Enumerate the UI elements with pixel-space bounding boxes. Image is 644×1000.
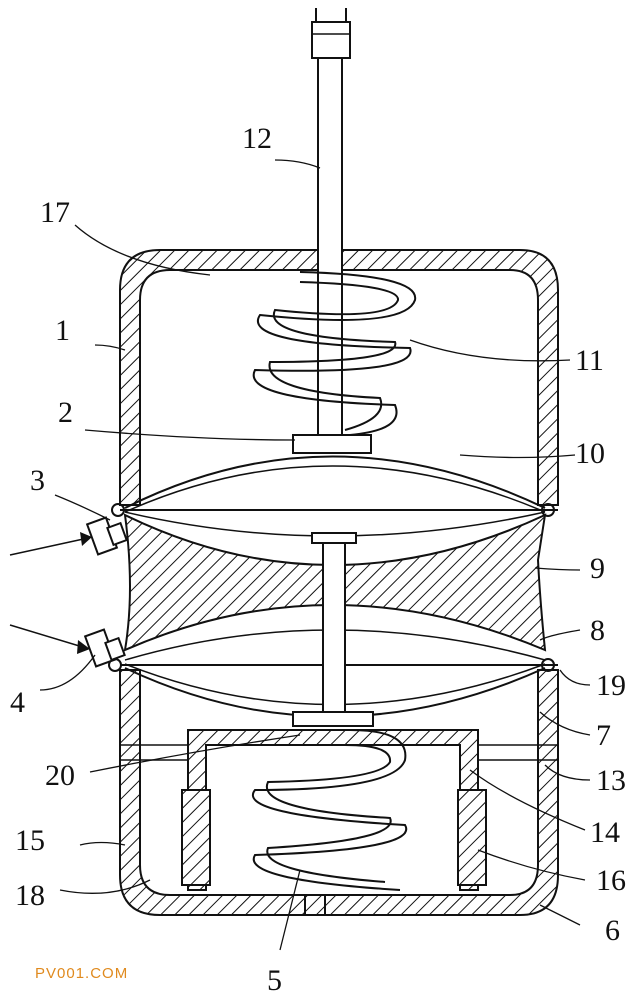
label-2: 2 [58, 396, 73, 429]
label-8: 8 [590, 614, 605, 647]
clamp-ring-right-upper [541, 503, 555, 517]
piston-rod [311, 8, 351, 439]
label-19: 19 [596, 669, 626, 702]
label-20: 20 [45, 759, 75, 792]
guide-sleeve-left [181, 789, 211, 886]
lower-pressure-plate [292, 711, 374, 727]
label-17: 17 [40, 196, 70, 229]
label-13: 13 [596, 764, 626, 797]
bottom-base [304, 895, 326, 915]
label-9: 9 [590, 552, 605, 585]
label-1: 1 [55, 314, 70, 347]
leader-lines [39, 159, 591, 951]
valve-4 [9, 624, 126, 668]
upper-pressure-plate [292, 434, 372, 454]
label-7: 7 [596, 719, 611, 752]
valve-3 [9, 516, 128, 556]
label-4: 4 [10, 686, 25, 719]
label-15: 15 [15, 824, 45, 857]
label-3: 3 [30, 464, 45, 497]
clamp-ring-right-lower [541, 658, 555, 672]
label-16: 16 [596, 864, 626, 897]
upper-housing [119, 249, 559, 506]
label-12: 12 [242, 122, 272, 155]
label-11: 11 [575, 344, 604, 377]
clamp-ring-left-upper [111, 503, 125, 517]
label-5: 5 [267, 964, 282, 997]
label-10: 10 [575, 437, 605, 470]
lower-spring [252, 729, 408, 891]
label-18: 18 [15, 879, 45, 912]
guide-sleeve-right [457, 789, 487, 886]
upper-diaphragm [120, 455, 558, 537]
label-6: 6 [605, 914, 620, 947]
watermark-text: PV001.COM [35, 965, 128, 982]
label-14: 14 [590, 816, 620, 849]
lower-housing [119, 669, 559, 916]
upper-spring [252, 271, 417, 436]
center-guide-rod [311, 532, 357, 716]
